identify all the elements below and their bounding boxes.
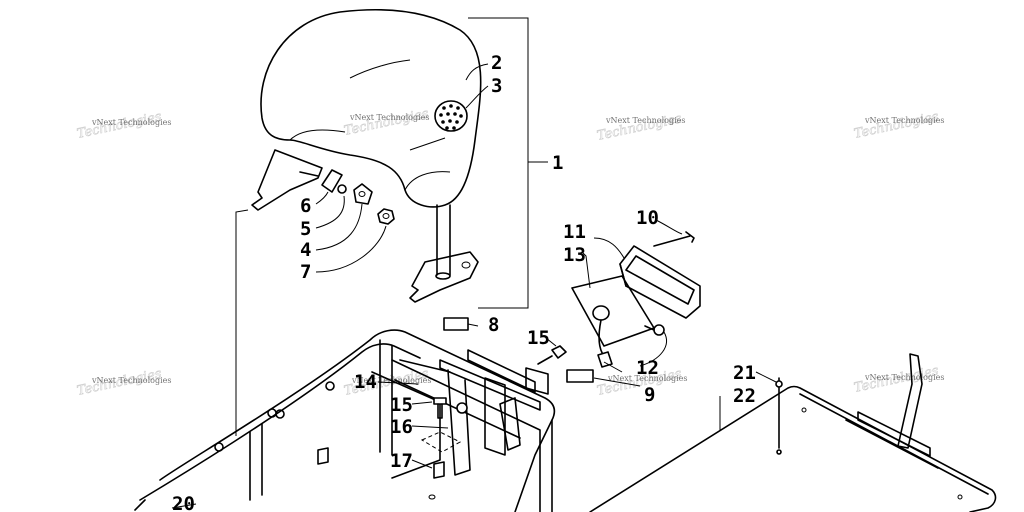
callout-8: 8 xyxy=(488,314,499,336)
callout-9: 9 xyxy=(644,384,655,406)
watermark-2: vNext Technologies xyxy=(349,113,429,122)
callout-15-lower: 15 xyxy=(390,394,413,416)
callout-11: 11 xyxy=(563,221,586,243)
callout-13: 13 xyxy=(563,244,586,266)
cargo-box xyxy=(589,353,997,512)
callout-20: 20 xyxy=(172,493,195,512)
watermarks: Technologies vNext Technologies Technolo… xyxy=(75,106,944,399)
mounting-hardware xyxy=(399,345,567,479)
backrest-hardware xyxy=(321,169,395,225)
callouts: 1 2 3 4 5 6 7 8 9 10 11 12 13 14 15 15 1… xyxy=(172,52,756,512)
watermark-8: vNext Technologies xyxy=(864,373,944,382)
watermark-5: vNext Technologies xyxy=(91,376,171,385)
rear-rack xyxy=(134,329,556,512)
tail-light-assembly xyxy=(571,231,701,368)
watermark-3: vNext Technologies xyxy=(605,116,685,125)
callout-12: 12 xyxy=(636,357,659,379)
callout-14: 14 xyxy=(354,371,377,393)
perforated-insert xyxy=(434,100,468,132)
watermark-1: vNext Technologies xyxy=(91,118,171,127)
watermark-4: vNext Technologies xyxy=(864,116,944,125)
callout-10: 10 xyxy=(636,207,659,229)
callout-22: 22 xyxy=(733,385,756,407)
svg-text:Technologies: Technologies xyxy=(853,109,941,142)
callout-3: 3 xyxy=(491,75,502,97)
backrest-cushion xyxy=(251,8,482,303)
callout-21: 21 xyxy=(733,362,756,384)
callout-6: 6 xyxy=(300,195,311,217)
callout-1: 1 xyxy=(552,152,563,174)
callout-7: 7 xyxy=(300,261,311,283)
callout-17: 17 xyxy=(390,450,413,472)
svg-text:Technologies: Technologies xyxy=(343,106,431,139)
leader-lines xyxy=(171,17,777,509)
callout-2: 2 xyxy=(491,52,502,74)
watermark-7: vNext Technologies xyxy=(607,374,687,383)
callout-16: 16 xyxy=(390,416,413,438)
callout-15-upper: 15 xyxy=(527,327,550,349)
callout-5: 5 xyxy=(300,218,311,240)
callout-4: 4 xyxy=(300,239,311,261)
decal-8 xyxy=(443,317,469,331)
decal-9 xyxy=(566,369,594,383)
